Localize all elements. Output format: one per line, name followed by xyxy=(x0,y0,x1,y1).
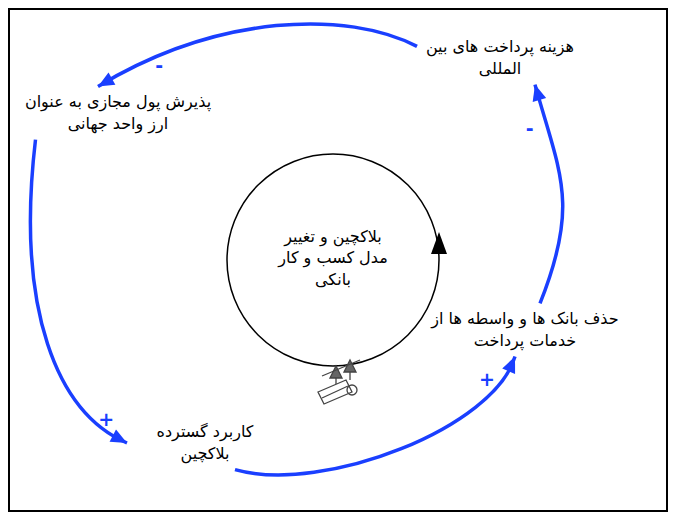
arrowhead xyxy=(98,72,115,86)
loop-label: بلاکچین و تغییر مدل کسب و کار بانکی xyxy=(273,226,393,291)
causal-arrow xyxy=(30,140,127,443)
variable-node: پذیرش پول مجازی به عنوان ارز واحد جهانی xyxy=(11,89,226,136)
variable-text: پذیرش پول مجازی به عنوان ارز واحد جهانی xyxy=(15,91,222,134)
arrowhead xyxy=(110,429,127,443)
variable-text: حذف بانک ها و واسطه ها از خدمات پرداخت xyxy=(409,308,641,351)
arrowhead xyxy=(533,85,546,102)
variable-text: هزینه پرداخت های بین المللی xyxy=(424,36,576,79)
variable-node: کاربرد گسترده بلاکچین xyxy=(130,419,280,466)
arrow-line xyxy=(235,357,515,475)
causal-arrow xyxy=(98,24,417,87)
arrow-line xyxy=(30,140,127,443)
arrow-line xyxy=(535,85,563,304)
loop-arrowhead xyxy=(431,232,447,254)
polarity-sign: + xyxy=(98,410,114,429)
variable-text: کاربرد گسترده بلاکچین xyxy=(134,421,276,464)
causal-arrow xyxy=(533,85,563,304)
variable-node: هزینه پرداخت های بین المللی xyxy=(420,34,580,81)
causal-arrow xyxy=(235,357,515,475)
arrowhead xyxy=(502,357,515,374)
polarity-sign: + xyxy=(479,370,495,389)
polarity-sign: - xyxy=(526,119,534,138)
polarity-sign: - xyxy=(155,56,163,75)
arrow-line xyxy=(98,24,417,87)
variable-node: حذف بانک ها و واسطه ها از خدمات پرداخت xyxy=(405,306,645,353)
delay-icon xyxy=(318,360,360,404)
loop-circle xyxy=(227,154,439,366)
